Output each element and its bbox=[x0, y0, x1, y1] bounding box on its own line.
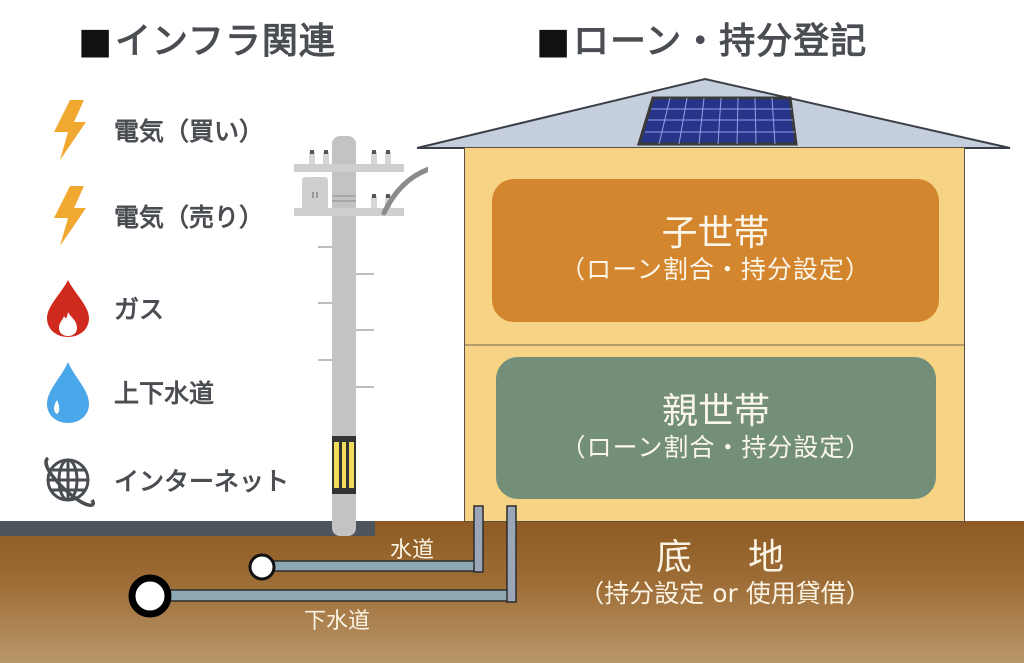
parent-household-box: 親世帯 （ローン割合・持分設定） bbox=[496, 357, 936, 499]
legend-item-electricity-buy: 電気（買い） bbox=[36, 100, 264, 160]
crossarm-lower bbox=[294, 208, 404, 216]
child-household-subtitle: （ローン割合・持分設定） bbox=[560, 255, 871, 285]
sewer-pipe bbox=[128, 505, 517, 618]
legend-item-gas: ガス bbox=[36, 278, 164, 338]
legend-label: ガス bbox=[114, 295, 165, 324]
heading-marker: ■ bbox=[78, 21, 114, 62]
legend-item-electricity-sell: 電気（売り） bbox=[36, 186, 264, 246]
parent-household-title: 親世帯 bbox=[661, 390, 770, 432]
floor-divider bbox=[465, 344, 964, 346]
lightning-icon bbox=[36, 100, 100, 160]
land-subtitle: （持分設定 or 使用貸借） bbox=[579, 578, 871, 608]
land-label: 底 地 （持分設定 or 使用貸借） bbox=[540, 538, 910, 610]
water-pipe-end bbox=[248, 553, 276, 581]
legend-label: 上下水道 bbox=[114, 379, 215, 408]
legend-item-internet: インターネット bbox=[36, 450, 289, 510]
solar-panel bbox=[636, 96, 798, 146]
roof bbox=[416, 77, 1011, 149]
parent-household-subtitle: （ローン割合・持分設定） bbox=[560, 432, 872, 462]
water-pipe bbox=[248, 505, 484, 581]
child-household-title: 子世帯 bbox=[661, 213, 770, 255]
water-pipe-label: 水道 bbox=[390, 538, 435, 563]
lightning-icon bbox=[36, 186, 100, 246]
heading-marker: ■ bbox=[536, 21, 572, 62]
sewer-pipe-end bbox=[128, 574, 172, 618]
globe-icon bbox=[36, 450, 100, 510]
loan-heading: ■ローン・持分登記 bbox=[536, 24, 867, 60]
infrastructure-heading: ■インフラ関連 bbox=[78, 24, 336, 60]
flame-icon bbox=[36, 278, 100, 338]
land-title: 底 地 bbox=[655, 537, 794, 578]
utility-pole bbox=[294, 136, 428, 536]
heading-text: インフラ関連 bbox=[115, 21, 336, 62]
sewer-pipe-label: 下水道 bbox=[304, 609, 371, 634]
crossarm-upper bbox=[294, 164, 404, 172]
legend-item-water: 上下水道 bbox=[36, 362, 215, 423]
transformer bbox=[302, 177, 328, 211]
legend-label: 電気（売り） bbox=[114, 203, 265, 232]
pipes bbox=[128, 505, 517, 618]
sidewalk bbox=[0, 521, 375, 536]
child-household-box: 子世帯 （ローン割合・持分設定） bbox=[492, 179, 939, 322]
legend-label: インターネット bbox=[114, 467, 290, 496]
water-drop-icon bbox=[36, 362, 100, 423]
legend-label: 電気（買い） bbox=[114, 117, 265, 146]
service-wire bbox=[381, 166, 428, 216]
heading-text: ローン・持分登記 bbox=[573, 21, 868, 62]
